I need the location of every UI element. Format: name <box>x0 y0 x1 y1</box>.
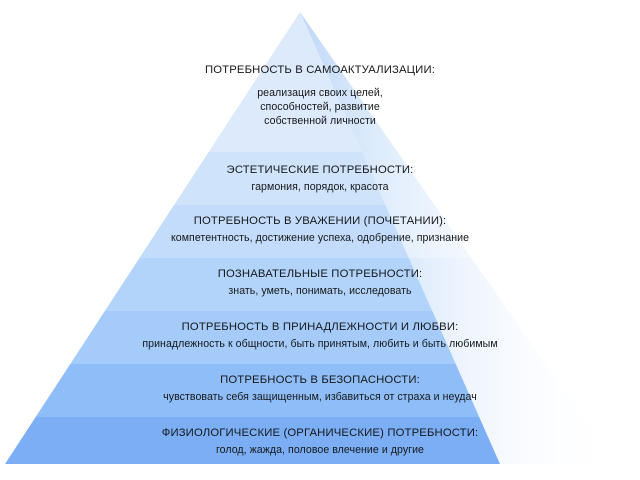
tier-desc-line: голод, жажда, половое влечение и другие <box>215 443 425 456</box>
tier-desc-aesthetic: гармония, порядок, красота <box>0 181 640 194</box>
tier-desc-line: чувствовать себя защищенным, избавиться … <box>163 390 477 403</box>
tier-desc-self-actualization: реализация своих целей, способностей, ра… <box>0 87 640 129</box>
tier-title-belonging: ПОТРЕБНОСТЬ В ПРИНАДЛЕЖНОСТИ И ЛЮБВИ: <box>181 321 459 333</box>
tier-label-aesthetic: ЭСТЕТИЧЕСКИЕ ПОТРЕБНОСТИ: гармония, поря… <box>0 164 640 194</box>
tier-desc-esteem: компетентность, достижение успеха, одобр… <box>0 232 640 245</box>
tier-desc-safety: чувствовать себя защищенным, избавиться … <box>0 391 640 404</box>
tier-title-safety: ПОТРЕБНОСТЬ В БЕЗОПАСНОСТИ: <box>220 374 420 386</box>
tier-desc-line: принадлежность к общности, быть принятым… <box>142 337 498 350</box>
tier-desc-line: собственной личности <box>264 114 376 127</box>
tier-title-cognitive: ПОЗНАВАТЕЛЬНЫЕ ПОТРЕБНОСТИ: <box>217 268 423 280</box>
tier-label-physiological: ФИЗИОЛОГИЧЕСКИЕ (ОРГАНИЧЕСКИЕ) ПОТРЕБНОС… <box>0 427 640 457</box>
tier-label-self-actualization: ПОТРЕБНОСТЬ В САМОАКТУАЛИЗАЦИИ: реализац… <box>0 64 640 129</box>
tier-title-esteem: ПОТРЕБНОСТЬ В УВАЖЕНИИ (ПОЧЕТАНИИ): <box>193 215 447 227</box>
pyramid-band-safety <box>5 364 500 417</box>
tier-desc-line: способностей, развитие <box>260 100 380 113</box>
tier-desc-line: компетентность, достижение успеха, одобр… <box>170 231 470 244</box>
tier-label-cognitive: ПОЗНАВАТЕЛЬНЫЕ ПОТРЕБНОСТИ: знать, уметь… <box>0 268 640 298</box>
tier-desc-line: реализация своих целей, <box>257 86 383 99</box>
tier-label-esteem: ПОТРЕБНОСТЬ В УВАЖЕНИИ (ПОЧЕТАНИИ): комп… <box>0 215 640 245</box>
pyramid-band-physiological <box>5 417 500 464</box>
tier-title-aesthetic: ЭСТЕТИЧЕСКИЕ ПОТРЕБНОСТИ: <box>226 164 414 176</box>
tier-desc-line: гармония, порядок, красота <box>251 180 389 193</box>
tier-title-physiological: ФИЗИОЛОГИЧЕСКИЕ (ОРГАНИЧЕСКИЕ) ПОТРЕБНОС… <box>161 427 479 439</box>
tier-desc-physiological: голод, жажда, половое влечение и другие <box>0 444 640 457</box>
tier-label-belonging: ПОТРЕБНОСТЬ В ПРИНАДЛЕЖНОСТИ И ЛЮБВИ: пр… <box>0 321 640 351</box>
tier-desc-belonging: принадлежность к общности, быть принятым… <box>0 338 640 351</box>
tier-title-self-actualization: ПОТРЕБНОСТЬ В САМОАКТУАЛИЗАЦИИ: <box>204 64 436 76</box>
tier-label-safety: ПОТРЕБНОСТЬ В БЕЗОПАСНОСТИ: чувствовать … <box>0 374 640 404</box>
tier-desc-cognitive: знать, уметь, понимать, исследовать <box>0 285 640 298</box>
tier-desc-line: знать, уметь, понимать, исследовать <box>228 284 412 297</box>
